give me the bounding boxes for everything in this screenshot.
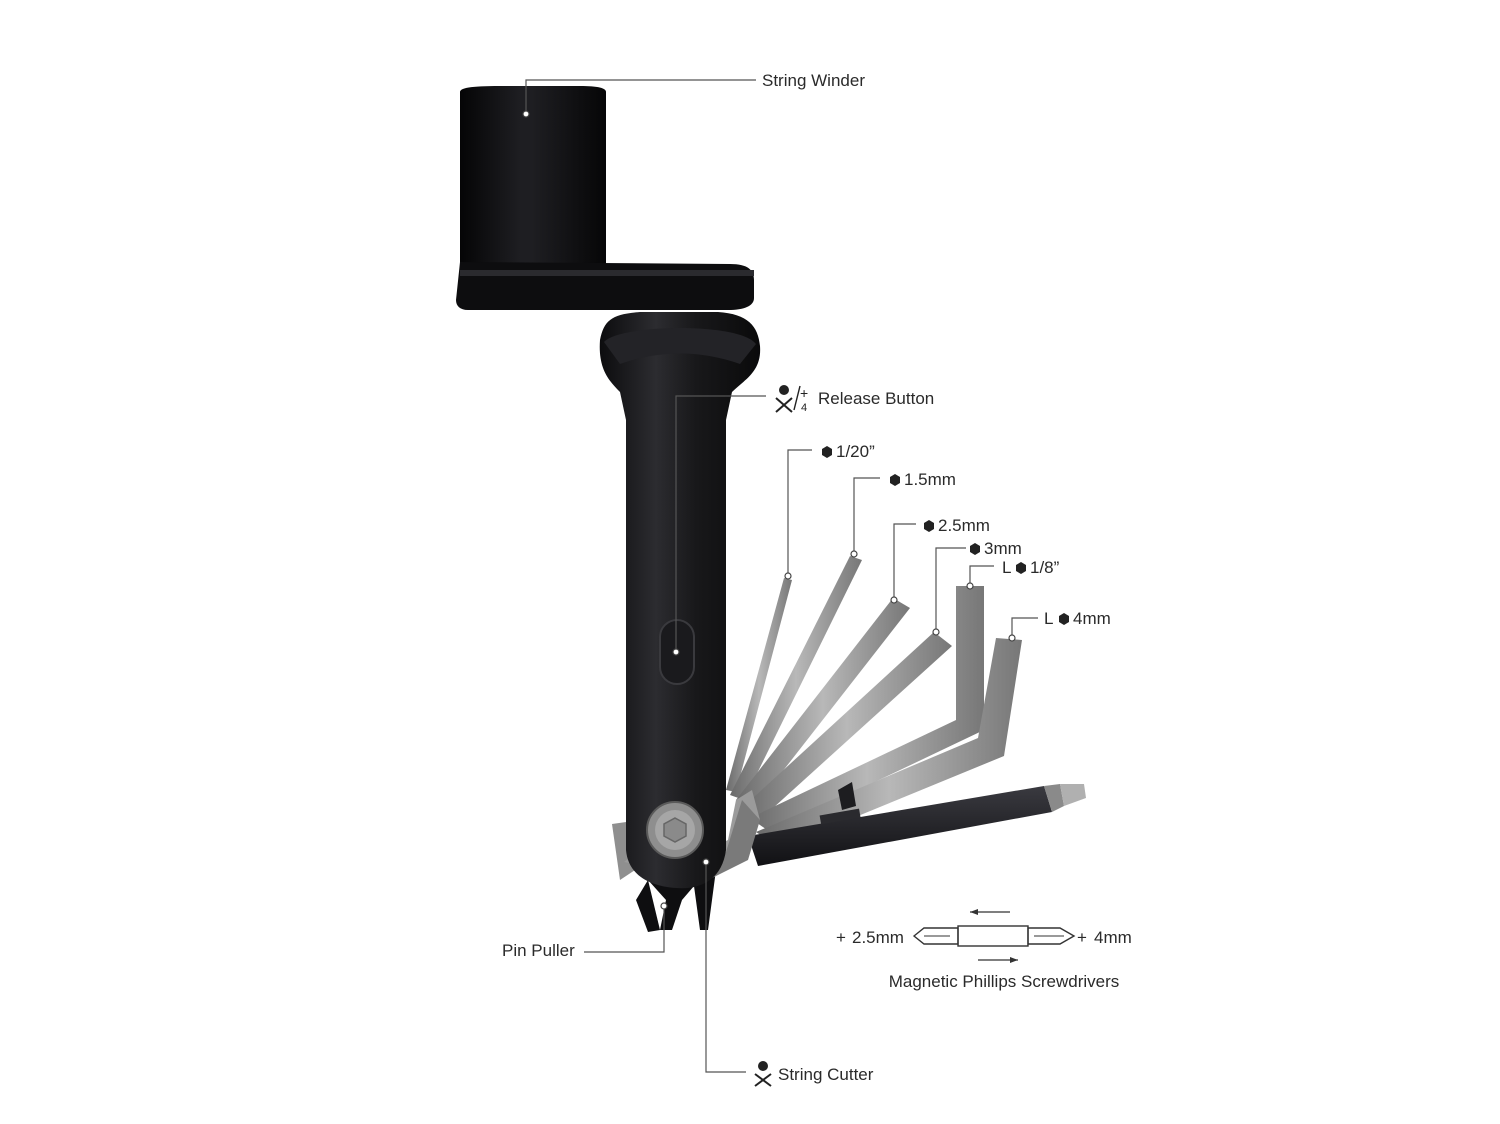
svg-text:4: 4 (801, 402, 807, 414)
hex-key-3mm (742, 632, 952, 818)
string-winder-label: String Winder (762, 71, 865, 90)
double-ended-bit-icon (912, 909, 1076, 963)
hex-3mm-label: 3mm (984, 539, 1022, 558)
hex-keys (726, 556, 1022, 848)
pin-puller-label: Pin Puller (502, 941, 575, 960)
release-button-icon: + 4 (775, 385, 808, 414)
hex-4mm-label: 4mm (1073, 609, 1111, 628)
plus-sign-right: + (1077, 928, 1087, 947)
string-cutter-label: String Cutter (778, 1065, 874, 1084)
svg-text:+: + (800, 385, 808, 401)
string-winder-crank (456, 262, 754, 310)
screwdriver-arm (748, 782, 1086, 866)
hex-key-1-20 (726, 578, 792, 792)
hex-key-1-8 (750, 586, 984, 832)
screwdriver-left-size: 2.5mm (852, 928, 904, 947)
hex-icon (1059, 613, 1069, 625)
hex-icon (890, 474, 900, 486)
hex-key-1-5mm (730, 556, 862, 800)
leader-lines (522, 79, 1038, 1073)
screwdriver-right-size: 4mm (1094, 928, 1132, 947)
tool-body (456, 86, 761, 889)
hex-key-4mm (756, 638, 1022, 848)
string-winder-cup (460, 86, 606, 296)
hex-key-2-5mm (736, 598, 910, 808)
plus-sign-left: + (836, 928, 846, 947)
release-button-label: Release Button (818, 389, 934, 408)
hex-1-5mm-label: 1.5mm (904, 470, 956, 489)
hex-4mm-prefix: L (1044, 609, 1053, 628)
screwdriver-legend: + 2.5mm + 4mm Magnetic Phillips Screwdri… (836, 909, 1132, 991)
hex-icon (1016, 562, 1026, 574)
person-icon (754, 1061, 772, 1087)
hex-1-20-label: 1/20” (836, 442, 875, 461)
hex-2-5mm-label: 2.5mm (938, 516, 990, 535)
hex-1-8-label: 1/8” (1030, 558, 1060, 577)
hex-1-8-prefix: L (1002, 558, 1011, 577)
callout-labels: String Winder + 4 Release Button 1/20” 1… (502, 71, 1111, 1087)
hex-icon (924, 520, 934, 532)
hex-icon (970, 543, 980, 555)
hex-icon (822, 446, 832, 458)
screwdriver-caption: Magnetic Phillips Screwdrivers (889, 972, 1120, 991)
